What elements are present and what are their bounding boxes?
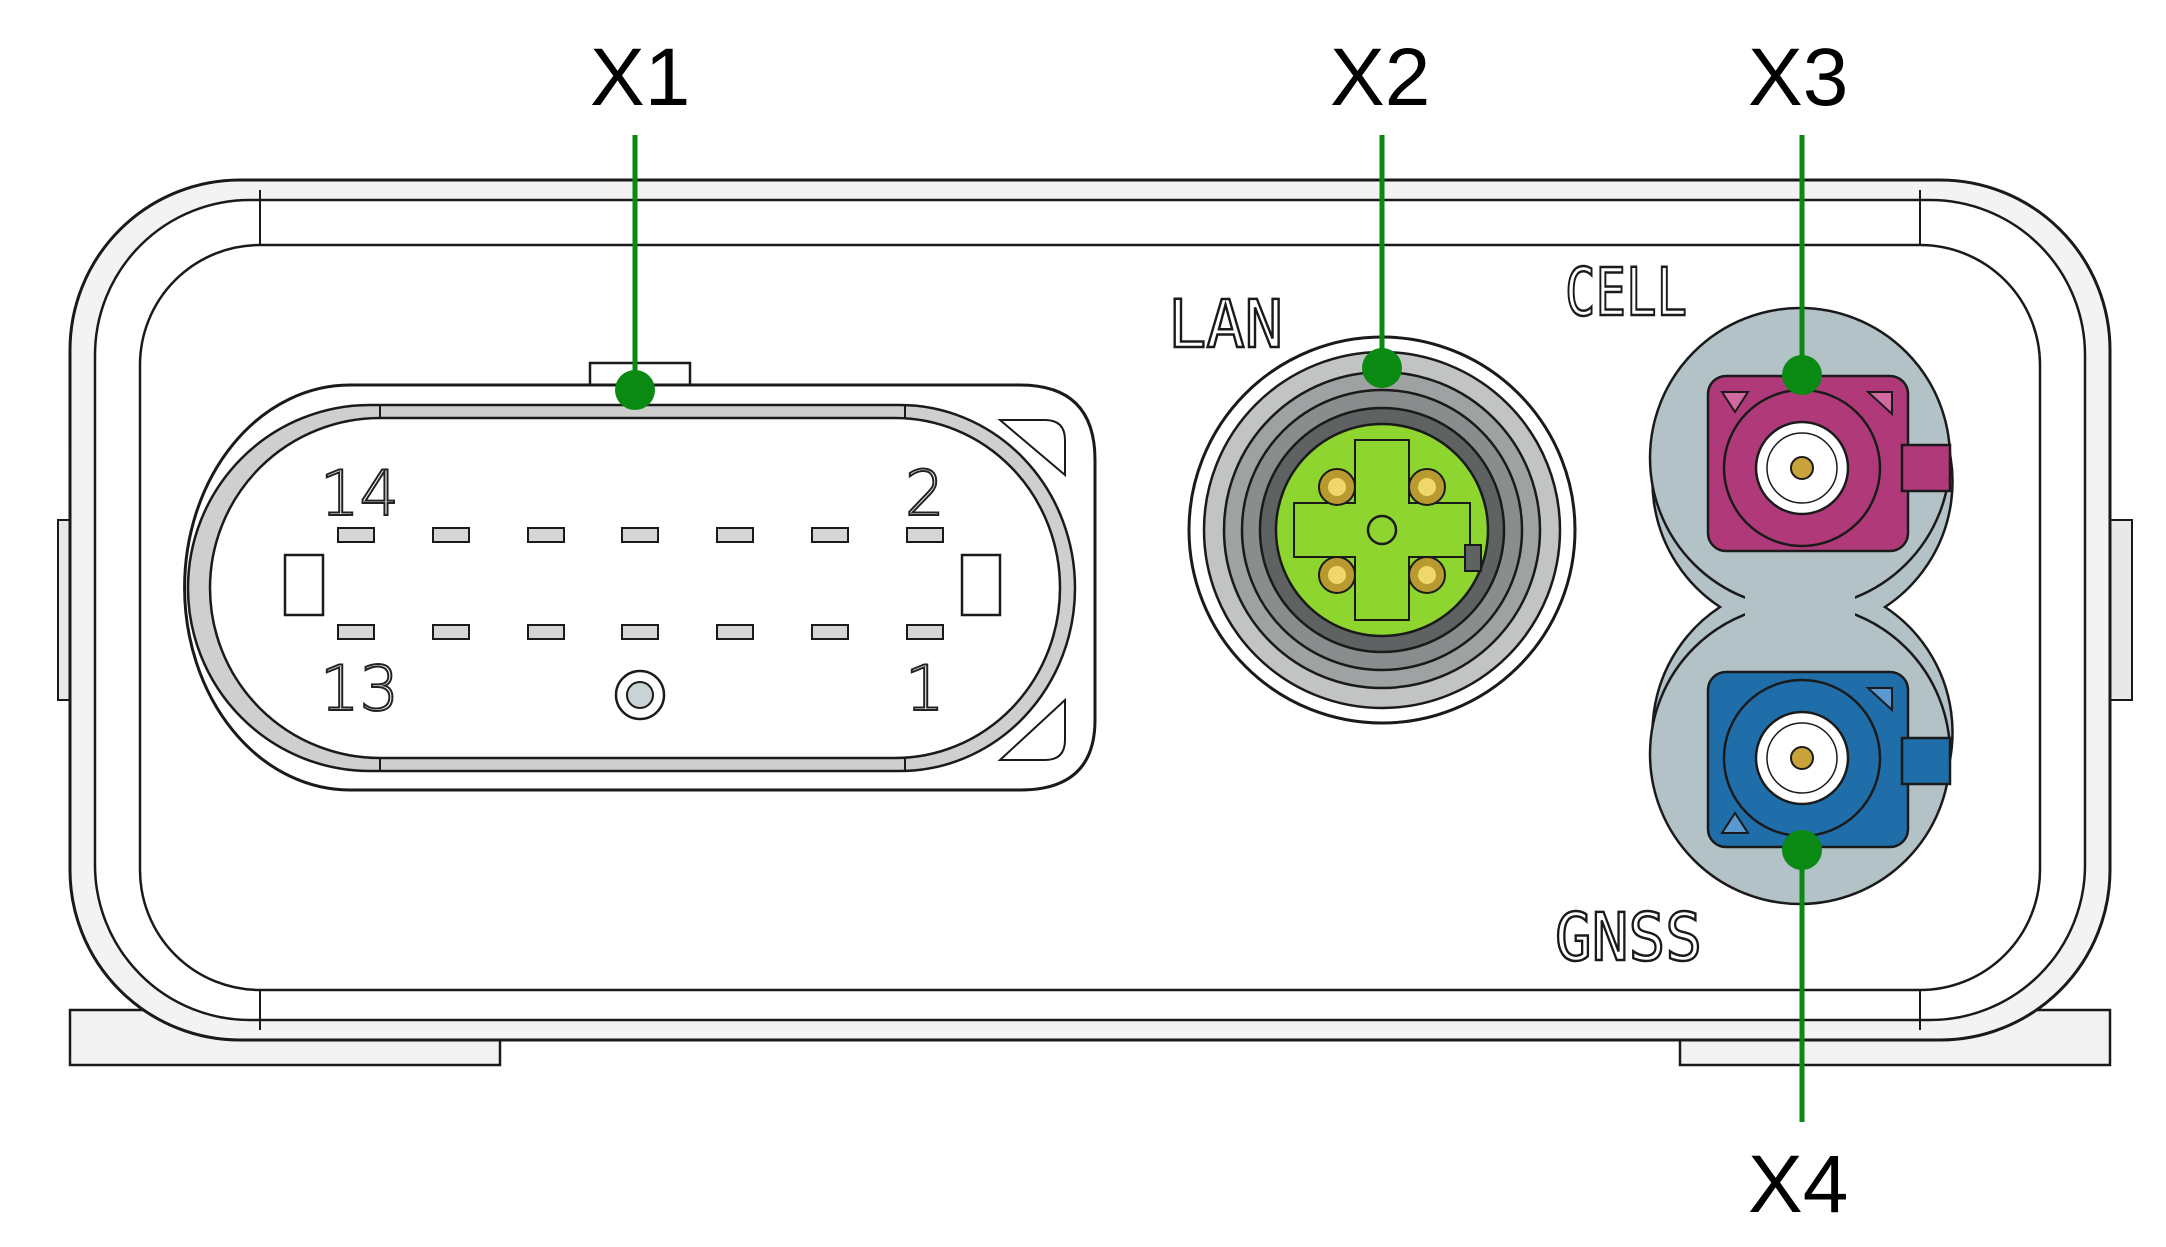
x4-label: X4 xyxy=(1748,1139,1848,1230)
x1-pin xyxy=(811,624,849,640)
x1-coding-key-left xyxy=(283,553,325,617)
x3-center-pin xyxy=(1790,456,1814,480)
x2-leader-dot xyxy=(1362,348,1402,388)
x1-leader-dot xyxy=(615,370,655,410)
x3-cell-connector xyxy=(1706,374,1952,553)
x1-pin-label-13: 13 xyxy=(320,652,399,725)
x1-insert-face xyxy=(208,416,1062,760)
rf-backplate-bridge xyxy=(1745,585,1855,635)
gnss-engraving: GNSS xyxy=(1555,899,1702,976)
x3-corner-key-right xyxy=(1865,391,1893,417)
x1-pin-row-bottom xyxy=(337,624,944,640)
x4-latch xyxy=(1900,736,1952,786)
x4-leader-dot xyxy=(1782,830,1822,870)
x1-pin xyxy=(432,624,470,640)
x2-contact-center xyxy=(1418,478,1436,496)
x1-pin xyxy=(621,624,659,640)
x1-pin xyxy=(906,527,944,543)
x1-corner-notch-top xyxy=(997,419,1066,478)
x2-contact-center xyxy=(1328,566,1346,584)
x1-pin xyxy=(811,527,849,543)
x2-contact-center xyxy=(1418,566,1436,584)
right-side-rail xyxy=(2109,519,2133,701)
x2-label: X2 xyxy=(1330,32,1430,123)
cell-engraving: CELL xyxy=(1565,254,1687,331)
x1-pin xyxy=(716,527,754,543)
x1-connector: 14 2 13 1 xyxy=(183,361,1097,792)
x1-pin xyxy=(432,527,470,543)
x1-pin xyxy=(337,624,375,640)
x2-contact-center xyxy=(1328,478,1346,496)
x1-polarisation-hole-inner xyxy=(626,681,654,709)
x3-latch xyxy=(1900,443,1952,493)
x4-corner-key-left xyxy=(1720,811,1750,834)
x1-pin-label-14: 14 xyxy=(320,457,399,530)
x3-leader-dot xyxy=(1782,355,1822,395)
x3-corner-key-left xyxy=(1720,391,1750,414)
x1-pin-label-1: 1 xyxy=(905,652,944,725)
x1-pin xyxy=(716,624,754,640)
x2-key xyxy=(1464,544,1482,572)
rf-connectors: CELL GNSS xyxy=(1554,253,1954,977)
x1-corner-notch-bottom xyxy=(997,697,1066,761)
x2-center-hole xyxy=(1366,514,1398,546)
x1-pin xyxy=(527,527,565,543)
x1-pin xyxy=(337,527,375,543)
x3-label: X3 xyxy=(1748,32,1848,123)
x4-corner-key-right xyxy=(1865,687,1893,713)
x2-lan-connector: LAN xyxy=(1167,285,1577,725)
x1-coding-key-right xyxy=(960,553,1002,617)
x1-pin xyxy=(906,624,944,640)
x2-contacts xyxy=(1318,468,1446,594)
lan-engraving: LAN xyxy=(1168,286,1283,363)
x4-gnss-connector xyxy=(1706,670,1952,849)
x1-pin-row-top xyxy=(337,527,944,543)
x4-center-pin xyxy=(1790,746,1814,770)
x1-pin-label-2: 2 xyxy=(905,457,944,530)
x1-label: X1 xyxy=(590,32,690,123)
callouts: X1 X2 X3 X4 xyxy=(590,32,1848,1230)
x1-pin xyxy=(527,624,565,640)
x1-pin xyxy=(621,527,659,543)
